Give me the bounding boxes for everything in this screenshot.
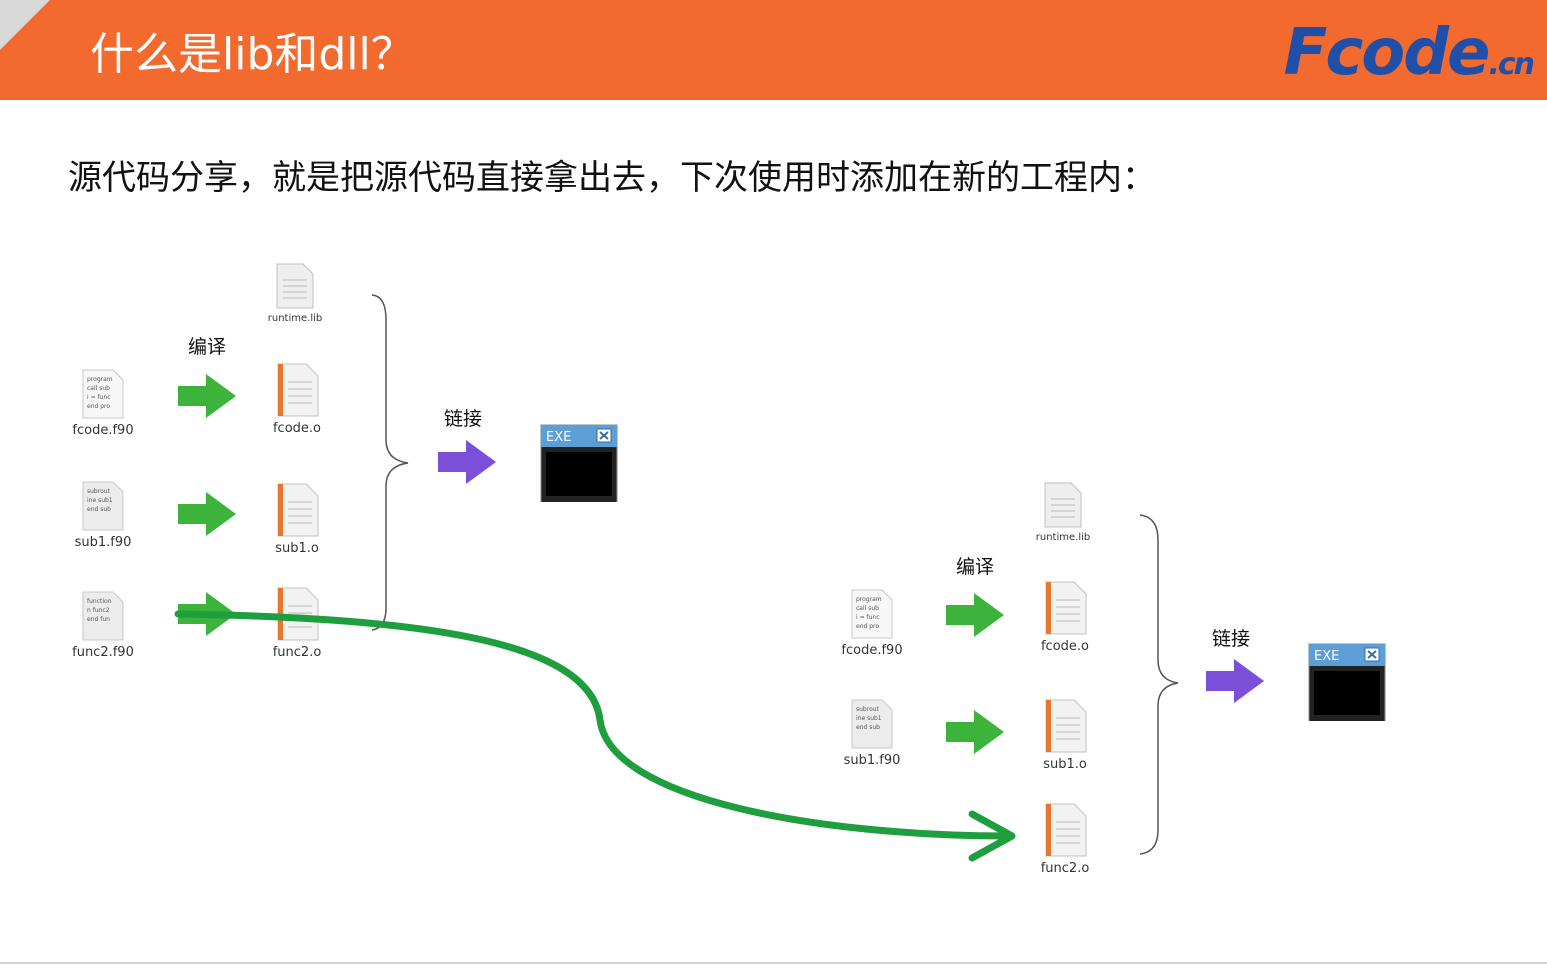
move-source-arrow [174, 610, 1014, 840]
compile-label-right: 编译 [956, 556, 995, 578]
link-arrow-icon [438, 440, 496, 484]
object-doc-icon [1045, 699, 1087, 753]
src-line: function [87, 598, 112, 605]
move-arrowhead-icon [968, 810, 1016, 862]
src-line: end pro [856, 623, 879, 630]
src-line: subrout [856, 706, 880, 713]
file-name: func2.o [1040, 861, 1090, 876]
exe-label: EXE [546, 430, 571, 445]
file-name: func2.o [272, 645, 322, 660]
compile-arrow-icon [178, 374, 236, 418]
object-file-sub1-o: sub1.o [1020, 698, 1110, 772]
src-line: program [87, 376, 113, 383]
subtitle: 源代码分享，就是把源代码直接拿出去，下次使用时添加在新的工程内： [68, 158, 1156, 198]
source-file-sub1-f90: subrout ine sub1 end sub sub1.f90 [827, 698, 917, 768]
src-line: program [856, 596, 882, 603]
object-file-fcode-o: fcode.o [252, 362, 342, 436]
link-arrow-icon [1206, 659, 1264, 703]
source-file-func2-f90: function n func2 end fun func2.f90 [58, 590, 148, 660]
exe-label: EXE [1314, 649, 1339, 664]
file-name: runtime.lib [1035, 532, 1091, 543]
fcode-logo: Fcode.cn [1283, 16, 1535, 90]
source-file-fcode-f90: program call sub i = func end pro fcode.… [58, 368, 148, 438]
footer-divider [0, 962, 1547, 964]
page-title: 什么是lib和dll？ [90, 29, 415, 80]
exe-window-icon: EXE [1308, 643, 1386, 721]
brace-left [371, 294, 409, 631]
source-doc-icon: program call sub i = func end pro [82, 369, 124, 419]
compile-arrow-icon [946, 593, 1004, 637]
compile-arrow-icon [946, 710, 1004, 754]
file-name: sub1.o [275, 541, 319, 556]
src-line: call sub [856, 605, 879, 612]
src-line: end pro [87, 403, 110, 410]
file-name: func2.f90 [72, 645, 134, 660]
object-file-runtime-lib: runtime.lib [1018, 481, 1108, 543]
object-doc-icon [277, 363, 319, 417]
object-file-sub1-o: sub1.o [252, 482, 342, 556]
src-line: ine sub1 [856, 715, 882, 722]
object-file-runtime-lib: runtime.lib [250, 262, 340, 324]
header-corner [0, 0, 50, 50]
object-doc-icon [1045, 581, 1087, 635]
src-line: call sub [87, 385, 110, 392]
object-file-func2-o: func2.o [1020, 802, 1110, 876]
object-doc-icon [277, 483, 319, 537]
source-doc-icon: subrout ine sub1 end sub [851, 699, 893, 749]
logo-main: Fcode [1283, 16, 1491, 90]
brace-right [1139, 514, 1179, 855]
file-name: runtime.lib [267, 313, 323, 324]
file-name: fcode.o [1040, 639, 1089, 654]
header-bar: 什么是lib和dll？ Fcode.cn [0, 0, 1547, 100]
src-line: end sub [856, 724, 880, 731]
source-file-fcode-f90: program call sub i = func end pro fcode.… [827, 588, 917, 658]
src-line: i = func [87, 394, 111, 401]
src-line: ine sub1 [87, 497, 113, 504]
file-name: sub1.f90 [843, 753, 901, 768]
lib-doc-icon [276, 263, 314, 309]
file-name: fcode.o [272, 421, 321, 436]
lib-doc-icon [1044, 482, 1082, 528]
logo-suffix: .cn [1488, 47, 1535, 82]
object-doc-icon [1045, 803, 1087, 857]
compile-arrow-icon [178, 492, 236, 536]
source-doc-icon: function n func2 end fun [82, 591, 124, 641]
source-doc-icon: subrout ine sub1 end sub [82, 481, 124, 531]
source-doc-icon: program call sub i = func end pro [851, 589, 893, 639]
file-name: sub1.o [1043, 757, 1087, 772]
src-line: n func2 [87, 607, 110, 614]
src-line: end fun [87, 616, 110, 623]
object-file-fcode-o: fcode.o [1020, 580, 1110, 654]
file-name: fcode.f90 [72, 423, 134, 438]
source-file-sub1-f90: subrout ine sub1 end sub sub1.f90 [58, 480, 148, 550]
src-line: i = func [856, 614, 880, 621]
src-line: subrout [87, 488, 111, 495]
file-name: fcode.f90 [841, 643, 903, 658]
src-line: end sub [87, 506, 111, 513]
exe-window-icon: EXE [540, 424, 618, 502]
link-label-right: 链接 [1212, 628, 1251, 650]
link-label-left: 链接 [444, 408, 483, 430]
file-name: sub1.f90 [74, 535, 132, 550]
compile-label-left: 编译 [188, 336, 227, 358]
